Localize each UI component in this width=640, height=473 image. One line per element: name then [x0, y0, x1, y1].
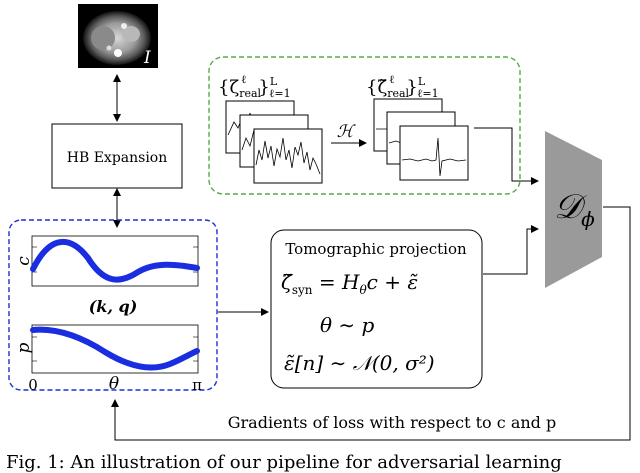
synthetic-to-disc-arrow — [483, 225, 539, 275]
projection-box — [270, 229, 483, 389]
operator-label: ℋ — [337, 122, 357, 142]
theta-max-label: π — [192, 376, 202, 394]
theta-axis-label: θ — [109, 374, 119, 394]
gradient-feedback-label: Gradients of loss with respect to c and … — [228, 413, 556, 432]
real-to-disc-arrow — [474, 127, 539, 185]
c-axis-label: c — [14, 256, 34, 266]
parameters-panel — [8, 219, 218, 391]
p-distribution-plot — [30, 324, 200, 374]
noise-equation: ε̃[n] ∼ 𝒩(0, σ²) — [284, 351, 435, 375]
figure-caption: Fig. 1: An illustration of our pipeline … — [6, 452, 562, 473]
hb-expansion-label: HB Expansion — [67, 150, 168, 166]
theta-distribution-equation: θ ∼ p — [320, 313, 375, 337]
ct-image: I — [78, 4, 158, 68]
p-axis-label: p — [14, 342, 34, 353]
gradient-feedback-arrow — [111, 206, 631, 441]
discriminator — [545, 131, 602, 288]
real-measurement-stack — [225, 100, 323, 184]
measurements-panel — [208, 56, 521, 195]
projection-title: Tomographic projection — [285, 240, 467, 258]
theta-min-label: 0 — [28, 376, 38, 394]
hb-expansion-box — [51, 123, 183, 189]
c-coefficient-plot — [30, 235, 200, 287]
projection-equation: ζ̃syn = Hθc + ε̃ — [281, 270, 418, 297]
ct-image-label: I — [143, 48, 151, 68]
denoised-measurement-stack — [373, 98, 469, 181]
kq-label: (k, q) — [89, 297, 138, 316]
